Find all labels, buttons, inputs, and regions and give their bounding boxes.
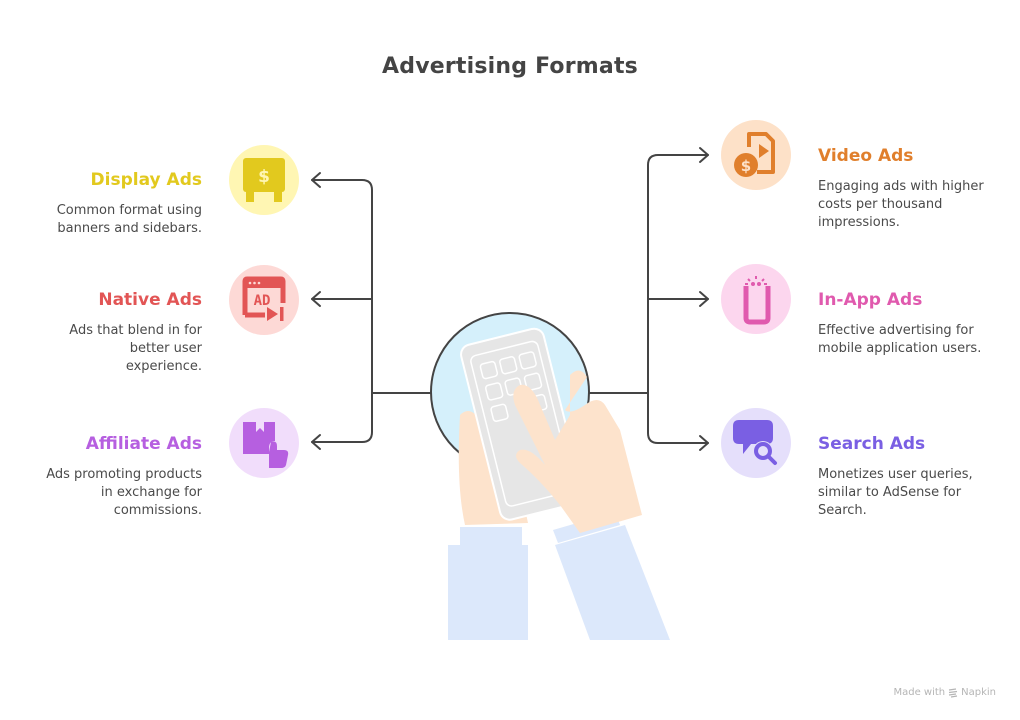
- affiliate-ads-icon-circle: [229, 408, 299, 478]
- package-thumbs-up-icon: [243, 422, 289, 468]
- search-ads-item: Search Ads Monetizes user queries, simil…: [818, 434, 1008, 520]
- display-ads-icon-circle: $: [229, 145, 299, 215]
- svg-text:AD: AD: [254, 293, 271, 309]
- inapp-ads-icon-circle: [721, 264, 791, 334]
- inapp-ads-description: Effective advertising for mobile applica…: [818, 323, 982, 356]
- page-title: Advertising Formats: [382, 54, 638, 79]
- watermark: Made with Napkin: [893, 687, 996, 698]
- display-billboard-icon: $: [243, 158, 285, 202]
- display-ads-item: Display Ads Common format using banners …: [2, 170, 202, 238]
- search-ads-icon-circle: [721, 408, 791, 478]
- native-ads-item: Native Ads Ads that blend in for better …: [2, 290, 202, 376]
- inapp-ads-item: In-App Ads Effective advertising for mob…: [818, 290, 1008, 358]
- native-ads-icon-circle: AD: [229, 265, 299, 335]
- browser-ad-icon: AD: [242, 276, 286, 321]
- display-ads-description: Common format using banners and sidebars…: [56, 203, 202, 236]
- video-ads-item: Video Ads Engaging ads with higher costs…: [818, 146, 1008, 232]
- video-ads-icon-circle: $: [721, 120, 791, 190]
- search-ads-description: Monetizes user queries, similar to AdSen…: [818, 467, 973, 518]
- native-ads-heading: Native Ads: [98, 290, 202, 310]
- hands-holding-phone-icon: [430, 312, 670, 640]
- chat-search-icon: [733, 420, 777, 465]
- affiliate-ads-heading: Affiliate Ads: [85, 434, 202, 454]
- watermark-prefix: Made with: [893, 687, 946, 698]
- display-ads-heading: Display Ads: [90, 170, 202, 190]
- napkin-logo-icon: [949, 687, 958, 698]
- native-ads-description: Ads that blend in for better user experi…: [69, 323, 202, 374]
- inapp-ads-heading: In-App Ads: [818, 290, 923, 310]
- svg-text:$: $: [741, 157, 751, 175]
- video-ads-heading: Video Ads: [818, 146, 914, 166]
- search-ads-heading: Search Ads: [818, 434, 926, 454]
- affiliate-ads-description: Ads promoting products in exchange for c…: [46, 467, 202, 518]
- svg-text:$: $: [258, 167, 270, 187]
- affiliate-ads-item: Affiliate Ads Ads promoting products in …: [2, 434, 202, 520]
- watermark-brand: Napkin: [961, 687, 996, 698]
- video-dollar-icon: $: [734, 132, 775, 177]
- video-ads-description: Engaging ads with higher costs per thous…: [818, 179, 984, 230]
- mobile-phone-icon: [743, 276, 771, 325]
